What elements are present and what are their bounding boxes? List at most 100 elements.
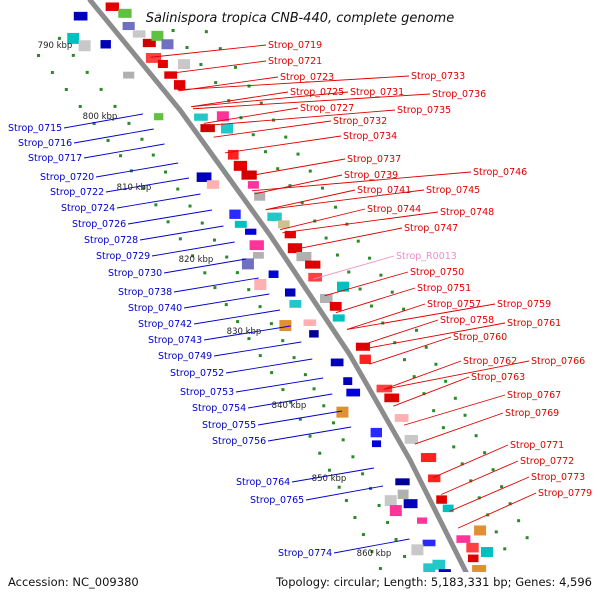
gene-label-0751: Strop_0751 [417, 283, 471, 294]
tick-dot [483, 451, 487, 455]
forward-gene-box [241, 170, 257, 180]
accession-text: Accession: NC_009380 [8, 575, 139, 589]
reverse-gene-box [370, 427, 382, 438]
reverse-gene-box [245, 228, 257, 235]
tick-dot [236, 320, 240, 324]
forward-gene-box [254, 191, 266, 201]
tick-dot [500, 485, 504, 489]
reverse-gene-box-outer [67, 32, 80, 44]
tick-dot [258, 354, 262, 358]
forward-gene-box [233, 160, 248, 171]
leader-line-0763 [393, 376, 470, 407]
leader-line-0724 [116, 193, 201, 209]
forward-gene-box [173, 80, 186, 90]
leader-line-0773 [449, 476, 530, 512]
tick-dot [259, 101, 263, 105]
forward-gene-box [329, 301, 342, 311]
forward-gene-box [442, 504, 454, 513]
reverse-gene-box [229, 209, 241, 219]
label-lines-layer [63, 44, 537, 554]
leader-line-0779 [457, 492, 537, 529]
gene-label-0744: Strop_0744 [367, 204, 421, 215]
leader-line-0761 [360, 322, 506, 350]
gene-label-0715: Strop_0715 [8, 123, 62, 134]
tick-dot [353, 516, 357, 520]
tick-dot [525, 536, 529, 540]
leader-line-0753 [235, 377, 324, 393]
tick-dot [200, 221, 204, 225]
gene-label-0767: Strop_0767 [507, 390, 561, 401]
forward-gene-box [466, 542, 479, 553]
reverse-gene-box [289, 299, 302, 308]
tick-dot [233, 65, 237, 69]
tick-dot [361, 533, 365, 537]
gene-label-0769: Strop_0769 [505, 408, 559, 419]
leader-line-0774 [333, 538, 410, 554]
gene-label-0747: Strop_0747 [404, 223, 458, 234]
forward-gene-box [122, 21, 135, 31]
reverse-gene-box-outer [254, 278, 267, 290]
map-title: Salinispora tropica CNB-440, complete ge… [146, 11, 454, 26]
tick-dot [308, 434, 312, 438]
leader-line-0740 [183, 293, 270, 309]
forward-gene-box [308, 272, 322, 282]
leader-line-0751 [335, 287, 416, 314]
kbp-tick-label: 860 kbp [357, 549, 392, 559]
tick-dot [303, 373, 307, 377]
tick-dot [403, 554, 407, 558]
forward-gene-box [384, 393, 400, 403]
gene-label-0725: Strop_0725 [290, 87, 344, 98]
tick-dot [276, 167, 280, 171]
forward-gene-box-outer [474, 525, 487, 536]
tick-dot [474, 434, 478, 438]
leader-line-r0013 [313, 255, 395, 280]
tick-dot [176, 187, 180, 191]
tick-dot [334, 205, 338, 209]
leader-line-0722 [105, 177, 190, 193]
forward-gene-box [305, 260, 321, 269]
forward-gene-box [394, 414, 409, 422]
leader-line-0762 [383, 360, 462, 390]
leader-line-0728 [139, 225, 224, 241]
gene-label-0719: Strop_0719 [268, 40, 322, 51]
leader-line-0732 [213, 120, 332, 138]
reverse-gene-box-outer [423, 563, 436, 575]
forward-gene-box [132, 30, 146, 38]
gene-label-0743: Strop_0743 [148, 335, 202, 346]
tick-dot [463, 413, 467, 417]
reverse-gene-box [343, 377, 353, 386]
forward-gene-box [428, 474, 441, 483]
tick-dot [370, 550, 374, 554]
kbp-tick-label: 810 kbp [117, 183, 152, 193]
leader-line-0737 [242, 158, 346, 178]
leader-line-0730 [163, 258, 247, 274]
tick-dot [414, 328, 418, 332]
tick-dot [269, 322, 273, 326]
leader-line-0720 [95, 162, 179, 178]
forward-gene-box [278, 220, 290, 229]
tick-dot [402, 358, 406, 362]
tick-dot [503, 547, 507, 551]
forward-gene-box-outer [161, 39, 174, 50]
gene-label-0759: Strop_0759 [497, 299, 551, 310]
tick-dot [247, 337, 251, 341]
leader-line-0757 [346, 303, 426, 330]
gene-label-0752: Strop_0752 [170, 368, 224, 379]
forward-gene-box [296, 251, 312, 262]
kbp-tick-label: 850 kbp [312, 474, 347, 484]
tick-dot [164, 170, 168, 174]
leader-line-0738 [173, 277, 259, 293]
tick-dot [341, 438, 345, 442]
leader-line-0760 [369, 336, 452, 365]
gene-label-0753: Strop_0753 [180, 387, 234, 398]
tick-dot [386, 520, 390, 524]
gene-label-0779: Strop_0779 [538, 488, 592, 499]
tick-dot [453, 396, 457, 400]
leader-line-0767 [403, 394, 506, 426]
reverse-gene-box-outer [78, 40, 91, 52]
tick-dot [378, 567, 382, 571]
tick-dot [247, 288, 251, 292]
leader-line-0741 [265, 189, 356, 211]
gene-label-0750: Strop_0750 [410, 267, 464, 278]
gene-label-0749: Strop_0749 [158, 351, 212, 362]
